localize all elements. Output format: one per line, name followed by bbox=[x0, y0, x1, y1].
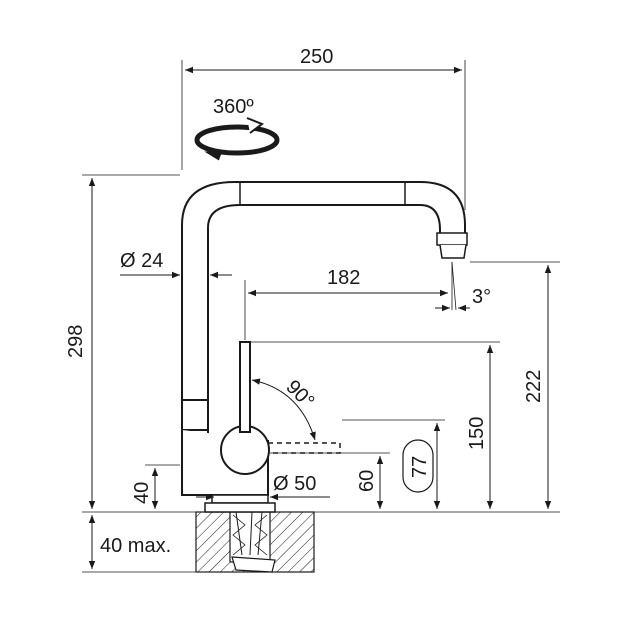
label-spout-diameter: Ø 24 bbox=[120, 250, 163, 272]
countertop-section bbox=[195, 511, 315, 573]
dim-height-total bbox=[82, 174, 205, 513]
label-height-total: 298 bbox=[65, 325, 87, 358]
label-outlet-height: 222 bbox=[523, 370, 545, 403]
dim-lever-clearance bbox=[342, 419, 445, 509]
label-base-offset: 40 bbox=[131, 482, 153, 504]
label-reach: 182 bbox=[327, 267, 360, 289]
label-counter-thickness: 40 max. bbox=[100, 535, 171, 557]
label-base-height: 60 bbox=[356, 470, 378, 492]
dim-width-total bbox=[181, 60, 466, 210]
dim-counter-thickness bbox=[82, 515, 196, 573]
label-spout-angle: 3° bbox=[472, 286, 491, 308]
dim-lever-angle bbox=[251, 378, 316, 441]
dim-lever-height bbox=[250, 341, 500, 509]
label-rotation: 360º bbox=[213, 96, 254, 118]
label-base-diameter: Ø 50 bbox=[273, 473, 316, 495]
dim-reach bbox=[244, 261, 470, 340]
label-width-total: 250 bbox=[300, 46, 333, 68]
dim-base-height bbox=[270, 452, 390, 509]
label-lever-clearance: 77 bbox=[409, 456, 431, 478]
label-lever-height: 150 bbox=[466, 417, 488, 450]
dim-outlet-height bbox=[310, 261, 560, 513]
dim-base-offset bbox=[145, 464, 180, 509]
rotation-arrow bbox=[194, 117, 280, 161]
